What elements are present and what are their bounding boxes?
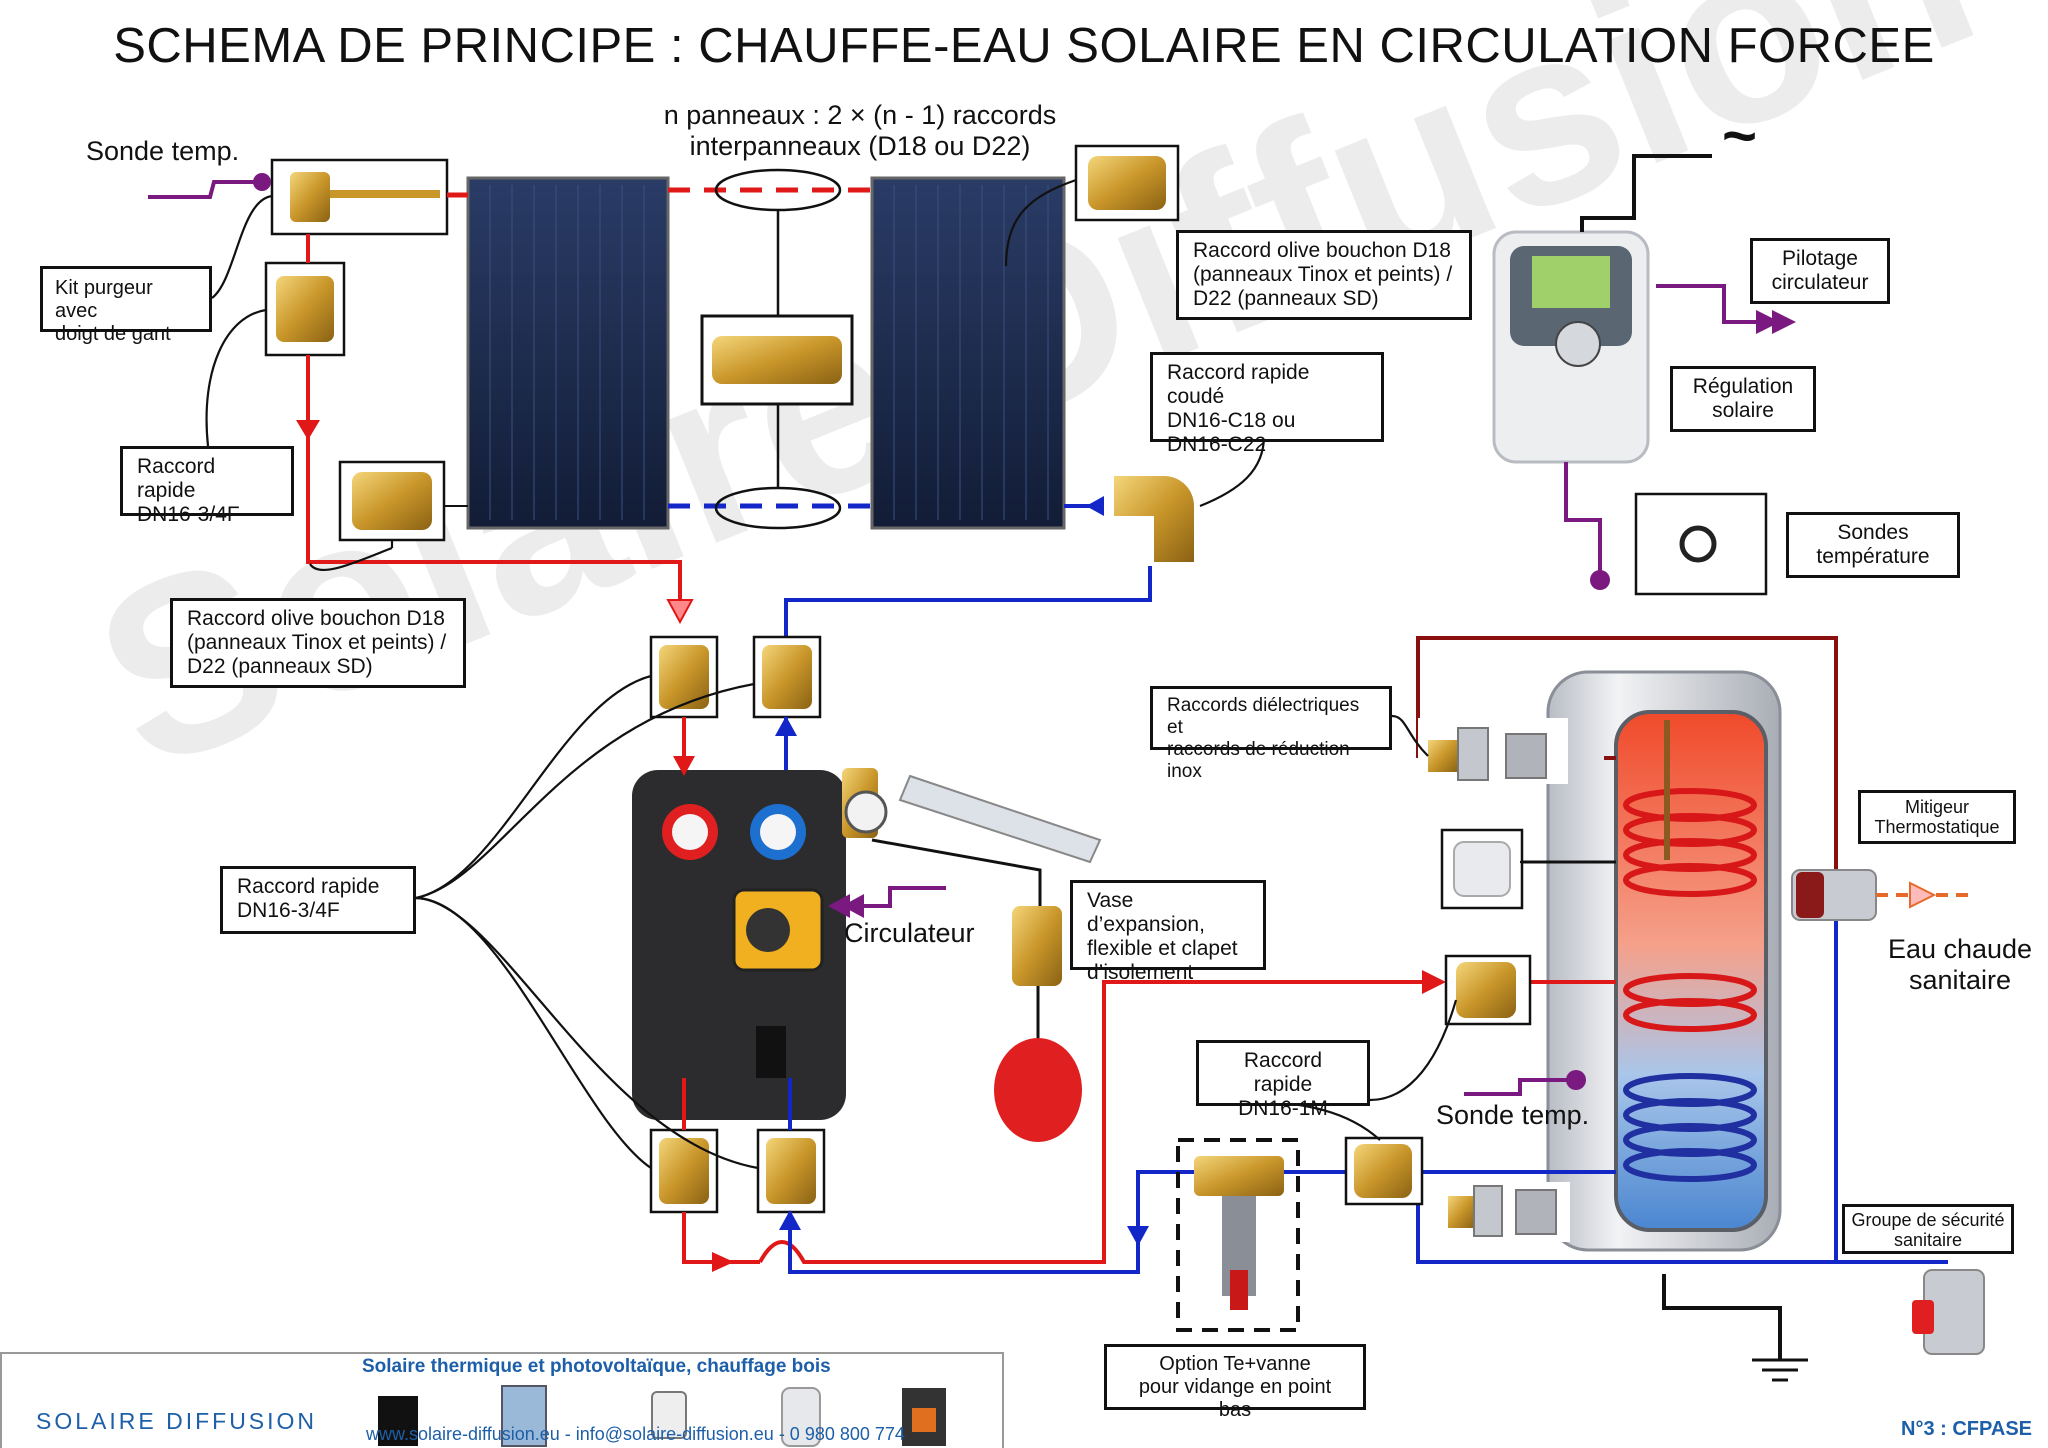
label-raccord-coude: Raccord rapide coudé DN16-C18 ou DN16-C2… bbox=[1150, 352, 1384, 456]
pump-station bbox=[632, 770, 846, 1120]
label-option-te: Option Te+vanne pour vidange en point ba… bbox=[1104, 1344, 1366, 1421]
label-vase: Vase d’expansion, flexible et clapet d’i… bbox=[1070, 880, 1266, 984]
document-ref: N°3 : CFPASE bbox=[1901, 1418, 2032, 1440]
label-groupe-securite: Groupe de sécurité sanitaire bbox=[1842, 1204, 2014, 1254]
flexible-icon bbox=[898, 774, 1102, 864]
footer-contact: www.solaire-diffusion.eu - info@solaire-… bbox=[366, 1424, 905, 1444]
sensor-dot-top bbox=[253, 173, 271, 191]
sondes-icon bbox=[1634, 492, 1768, 596]
sonde-temp-tank: Sonde temp. bbox=[1436, 1100, 1590, 1130]
label-sondes: Sondes température bbox=[1786, 512, 1960, 578]
solar-controller bbox=[1492, 230, 1650, 464]
label-raccord-1m: Raccord rapide DN16-1M bbox=[1196, 1040, 1370, 1120]
tilde-symbol: ~ bbox=[1722, 102, 1758, 169]
panels-note: n panneaux : 2 × (n - 1) raccords interp… bbox=[663, 100, 1057, 161]
eau-chaude-label: Eau chaude sanitaire bbox=[1887, 934, 2033, 995]
purgeur-valve-icon bbox=[290, 172, 330, 222]
clapet-icon bbox=[1012, 906, 1062, 986]
footer-logo: SOLAIRE DIFFUSION bbox=[36, 1408, 318, 1434]
circulateur-label: Circulateur bbox=[844, 918, 975, 948]
label-raccord-rapide-top: Raccord rapide DN16-3/4F bbox=[120, 446, 294, 526]
solar-panel-right bbox=[870, 176, 1066, 530]
label-pilotage: Pilotage circulateur bbox=[1750, 238, 1890, 304]
footer-tagline: Solaire thermique et photovoltaïque, cha… bbox=[362, 1356, 831, 1377]
footer-banner: Solaire thermique et photovoltaïque, cha… bbox=[0, 1352, 1004, 1448]
hot-water-tank bbox=[1546, 670, 1782, 1252]
sonde-temp-top: Sonde temp. bbox=[86, 136, 240, 166]
option-te-box bbox=[1176, 1138, 1300, 1332]
diagram-title: SCHEMA DE PRINCIPE : CHAUFFE-EAU SOLAIRE… bbox=[113, 19, 1935, 73]
label-mitigeur: Mitigeur Thermostatique bbox=[1858, 790, 2016, 844]
label-raccord-olive-right: Raccord olive bouchon D18 (panneaux Tino… bbox=[1176, 230, 1472, 320]
label-raccord-rapide-left: Raccord rapide DN16-3/4F bbox=[220, 866, 416, 934]
expansion-vessel-icon bbox=[994, 1038, 1082, 1142]
label-raccords-dielectriques: Raccords diélectriques et raccords de ré… bbox=[1150, 686, 1392, 782]
solar-panel-left bbox=[466, 176, 670, 530]
footer-product-icons bbox=[378, 1385, 946, 1447]
label-raccord-olive-left: Raccord olive bouchon D18 (panneaux Tino… bbox=[170, 598, 466, 688]
label-kit-purgeur: Kit purgeur avec doigt de gant bbox=[40, 266, 212, 345]
label-regulation: Régulation solaire bbox=[1670, 366, 1816, 432]
